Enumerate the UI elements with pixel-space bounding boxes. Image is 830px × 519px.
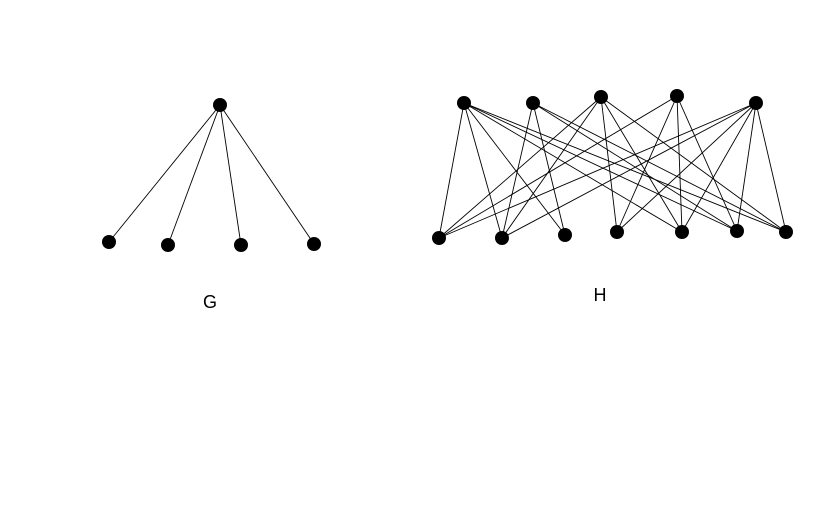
graph-g-edges	[108, 104, 315, 246]
graph-h-edge-0-11	[463, 102, 787, 233]
graph-h-edge-1-7	[532, 102, 566, 236]
graph-g-vertex-1	[102, 235, 116, 249]
graph-h-edges	[438, 95, 787, 239]
graph-g-edge-0-3	[219, 104, 242, 246]
graph-g-vertex-0	[213, 98, 227, 112]
graph-h-edge-1-6	[501, 102, 534, 239]
graph-h-edge-4-11	[755, 102, 787, 233]
graph-h-edge-1-11	[532, 102, 787, 233]
graph-h-vertex-0	[457, 96, 471, 110]
graph-h-edge-0-5	[438, 102, 465, 239]
graph-h-edge-3-9	[676, 95, 683, 233]
graph-h-edge-0-9	[463, 102, 683, 233]
graph-h-vertex-4	[749, 96, 763, 110]
graph-h-vertex-2	[594, 90, 608, 104]
graph-h-edge-4-5	[438, 102, 757, 239]
graph-g-vertex-3	[234, 238, 248, 252]
graph-h-edge-0-10	[463, 102, 738, 232]
graph-g-edge-0-2	[167, 104, 221, 246]
graph-h-vertex-9	[675, 225, 689, 239]
graph-h-edge-2-8	[600, 96, 618, 233]
graph-g-vertex-4	[307, 237, 321, 251]
graph-h-edge-3-5	[438, 95, 678, 239]
graph-h-vertex-7	[558, 228, 572, 242]
graph-h-edge-2-6	[501, 96, 602, 239]
graph-g-vertex-2	[161, 238, 175, 252]
graph-h-edge-2-9	[600, 96, 683, 233]
graph-h-vertex-3	[670, 89, 684, 103]
graph-g-edge-0-4	[219, 104, 315, 245]
graph-h-edge-4-8	[616, 102, 757, 233]
graph-h-edge-0-6	[463, 102, 503, 239]
graph-h-edge-2-5	[438, 96, 602, 239]
graph-h: H	[432, 89, 793, 305]
graph-h-vertex-11	[779, 225, 793, 239]
graph-h-vertices	[432, 89, 793, 245]
graph-g-label: G	[203, 292, 217, 312]
graph-h-edge-2-11	[600, 96, 787, 233]
graph-h-edge-4-6	[501, 102, 757, 239]
graph-h-edge-3-8	[616, 95, 678, 233]
graph-g-vertices	[102, 98, 321, 252]
graph-g: G	[102, 98, 321, 312]
graph-h-vertex-10	[730, 224, 744, 238]
graph-h-vertex-8	[610, 225, 624, 239]
graph-h-edge-4-9	[681, 102, 757, 233]
graph-h-vertex-6	[495, 231, 509, 245]
graph-h-edge-4-10	[736, 102, 757, 232]
graph-h-label: H	[594, 285, 607, 305]
graph-h-edge-3-10	[676, 95, 738, 232]
graph-h-vertex-1	[526, 96, 540, 110]
graph-h-vertex-5	[432, 231, 446, 245]
graph-g-edge-0-1	[108, 104, 221, 243]
